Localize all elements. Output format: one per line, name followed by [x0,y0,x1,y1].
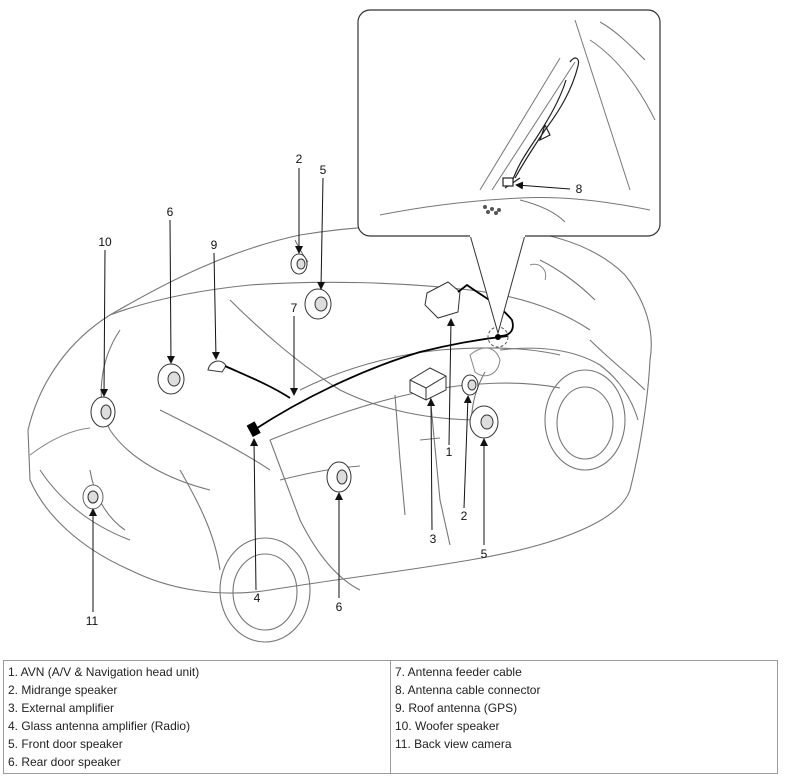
callout-3: 3 [430,532,437,546]
rear-door-speaker-top [157,363,185,395]
callout-5-bottom: 5 [481,547,488,561]
front-door-speaker [469,405,499,439]
callout-11: 11 [86,614,99,628]
callout-6-bottom: 6 [336,600,343,614]
callout-4: 4 [254,591,261,605]
callout-9: 9 [211,238,218,252]
front-door-speaker-top [304,288,332,320]
woofer-speaker [90,396,116,428]
roof-antenna-gps [207,360,227,373]
avn-head-unit [424,281,461,319]
external-amplifier [409,367,447,401]
callout-2-top: 2 [296,152,303,166]
wheels [219,369,626,643]
leader-lines [89,168,571,612]
legend-item: 4. Glass antenna amplifier (Radio) [8,719,191,733]
legend-right-column: 7. Antenna feeder cable 8. Antenna cable… [391,661,778,774]
callout-1: 1 [446,445,453,459]
component-legend: 1. AVN (A/V & Navigation head unit) 2. M… [3,660,778,774]
legend-item: 11. Back view camera [395,737,512,751]
midrange-speaker-door [461,374,479,396]
legend-item: 9. Roof antenna (GPS) [395,701,518,715]
legend-item: 8. Antenna cable connector [395,683,541,697]
back-view-camera [82,484,104,510]
audio-system-diagram: 2 5 6 9 10 7 8 1 2 3 5 4 6 11 [27,9,661,643]
legend-item: 5. Front door speaker [8,737,123,751]
legend-item: 1. AVN (A/V & Navigation head unit) [8,665,200,679]
callout-7: 7 [291,301,298,315]
detail-inset [357,9,661,335]
body-details [29,263,547,456]
callout-5-top: 5 [320,163,327,177]
callout-2-bottom: 2 [461,509,468,523]
midrange-speaker-top [290,253,308,275]
legend-item: 3. External amplifier [8,701,115,715]
callout-10: 10 [98,235,112,249]
rear-door-speaker [326,461,352,493]
legend-item: 7. Antenna feeder cable [395,665,522,679]
car-body [27,224,652,594]
legend-item: 6. Rear door speaker [8,755,121,769]
antenna-feeder-cable [224,283,514,431]
legend-left-column: 1. AVN (A/V & Navigation head unit) 2. M… [3,660,391,774]
legend-item: 2. Midrange speaker [8,683,118,697]
legend-item: 10. Woofer speaker [395,719,500,733]
callout-6-top: 6 [167,205,174,219]
callout-8: 8 [576,182,583,196]
